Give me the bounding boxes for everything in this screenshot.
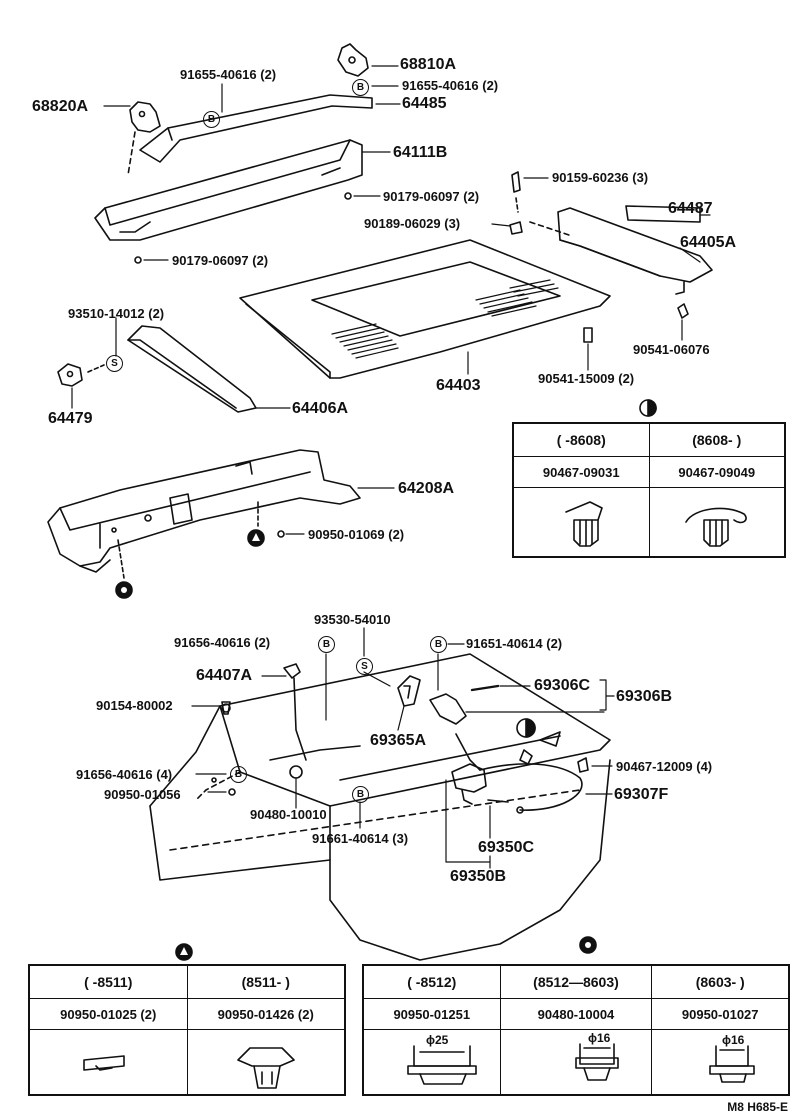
table-cross-part-3: 90950-01027 xyxy=(651,998,790,1030)
label-64407A: 64407A xyxy=(196,667,253,684)
table-cross-header-2: (8512—8603) xyxy=(499,964,653,999)
symbol-b: B xyxy=(430,636,447,653)
table-cross-part-1: 90950-01251 xyxy=(362,998,501,1030)
symbol-b: B xyxy=(203,111,220,128)
table-triangle-header-2: (8511- ) xyxy=(186,964,346,999)
label-90467-12009: 90467-12009 (4) xyxy=(616,759,713,774)
frame-64208A-drawing xyxy=(47,449,361,579)
label-90480-10010: 90480-10010 xyxy=(250,807,327,822)
panel-64405A-drawing xyxy=(557,207,713,295)
label-69350B: 69350B xyxy=(450,868,507,885)
label-64111B: 64111B xyxy=(393,144,448,161)
dim-label-2: ϕ16 xyxy=(588,1031,611,1045)
label-90189: 90189-06029 (3) xyxy=(364,216,461,231)
table-cross-header-3: (8603- ) xyxy=(651,964,790,999)
symbol-b: B xyxy=(352,79,369,96)
table-triangle: ( -8511) (8511- ) 90950-01025 (2) 90950-… xyxy=(28,964,346,1096)
label-64403: 64403 xyxy=(436,377,481,394)
cargo-floor-drawing xyxy=(149,653,611,961)
table-half-circle: ( -8608) (8608- ) 90467-09031 90467-0904… xyxy=(512,422,786,558)
symbol-s: S xyxy=(106,355,123,372)
label-69307F: 69307F xyxy=(614,786,669,803)
table-cross-part-2: 90480-10004 xyxy=(499,998,653,1030)
board-64403-drawing xyxy=(239,239,611,379)
dim-label-3: ϕ16 xyxy=(722,1033,745,1047)
label-64406A: 64406A xyxy=(292,400,349,417)
symbol-b: B xyxy=(230,766,247,783)
label-90950-01069: 90950-01069 (2) xyxy=(308,527,405,542)
symbol-s: S xyxy=(356,658,373,675)
label-91655-a: 91655-40616 (2) xyxy=(180,67,277,82)
label-91661: 91661-40614 (3) xyxy=(312,831,409,846)
label-91655-b: 91655-40616 (2) xyxy=(402,78,499,93)
bracket-68810A-drawing xyxy=(337,43,369,77)
label-90159: 90159-60236 (3) xyxy=(552,170,649,185)
label-90541-a: 90541-15009 (2) xyxy=(538,371,635,386)
cross-symbol-marker xyxy=(115,581,133,599)
table-half-part-2: 90467-09049 xyxy=(648,456,786,488)
footer-code: M8 H685-E xyxy=(727,1100,788,1114)
label-93510: 93510-14012 (2) xyxy=(68,306,165,321)
label-64485: 64485 xyxy=(402,95,447,112)
label-93530: 93530-54010 xyxy=(314,612,391,627)
label-90950-01056: 90950-01056 xyxy=(104,787,181,802)
table-triangle-part-2: 90950-01426 (2) xyxy=(186,998,346,1030)
half-circle-symbol-marker xyxy=(516,718,536,738)
label-68810A: 68810A xyxy=(400,56,457,73)
panel-64406A-drawing xyxy=(127,325,257,413)
table-triangle-part-1: 90950-01025 (2) xyxy=(28,998,188,1030)
label-90154: 90154-80002 xyxy=(96,698,173,713)
bracket-68820A-drawing xyxy=(127,101,161,176)
cross-legend-icon xyxy=(579,936,597,954)
table-half-header-1: ( -8608) xyxy=(512,422,650,457)
dim-label-1: ϕ25 xyxy=(426,1033,449,1047)
rail-64485-drawing xyxy=(139,94,373,163)
table-cross: ( -8512) (8512—8603) (8603- ) 90950-0125… xyxy=(362,964,790,1096)
rail-64111B-drawing xyxy=(94,139,363,241)
label-69306B: 69306B xyxy=(616,688,673,705)
half-circle-legend-icon xyxy=(639,399,657,417)
label-69365A: 69365A xyxy=(370,732,427,749)
label-64208A: 64208A xyxy=(398,480,455,497)
label-91656-a: 91656-40616 (2) xyxy=(174,635,271,650)
label-64487: 64487 xyxy=(668,200,713,217)
label-69306C: 69306C xyxy=(534,677,591,694)
label-90179-a: 90179-06097 (2) xyxy=(383,189,480,204)
label-64479: 64479 xyxy=(48,410,93,427)
table-cross-header-1: ( -8512) xyxy=(362,964,501,999)
symbol-b: B xyxy=(318,636,335,653)
label-91651: 91651-40614 (2) xyxy=(466,636,563,651)
label-68820A: 68820A xyxy=(32,98,89,115)
symbol-b: B xyxy=(352,786,369,803)
table-triangle-header-1: ( -8511) xyxy=(28,964,188,999)
label-90541-b: 90541-06076 xyxy=(633,342,710,357)
label-64405A: 64405A xyxy=(680,234,737,251)
label-90179-b: 90179-06097 (2) xyxy=(172,253,269,268)
triangle-legend-icon xyxy=(175,943,193,961)
label-91656-b: 91656-40616 (4) xyxy=(76,767,173,782)
table-half-header-2: (8608- ) xyxy=(648,422,786,457)
table-half-part-1: 90467-09031 xyxy=(512,456,650,488)
label-69350C: 69350C xyxy=(478,839,535,856)
